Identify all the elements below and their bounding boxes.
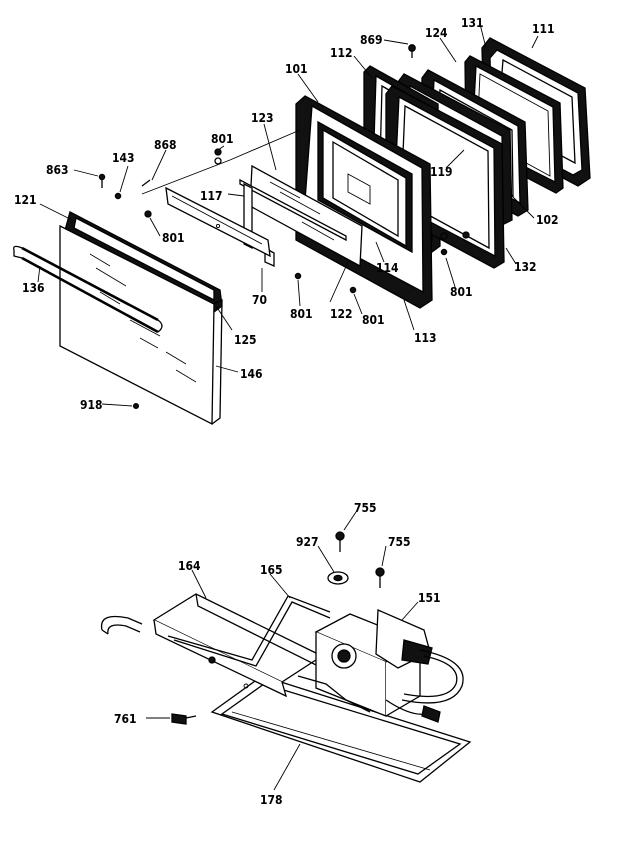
callout-101: 101 bbox=[285, 62, 308, 76]
screw-761 bbox=[171, 713, 187, 725]
callout-132: 132 bbox=[514, 260, 537, 274]
leader-lines-latch bbox=[146, 511, 419, 791]
callout-165: 165 bbox=[260, 563, 283, 577]
screw-801c bbox=[440, 248, 448, 256]
callout-121: 121 bbox=[14, 193, 37, 207]
screw-918 bbox=[132, 402, 140, 410]
part-165-link-rod bbox=[167, 595, 331, 667]
callout-112: 112 bbox=[330, 46, 353, 60]
callout-136: 136 bbox=[22, 281, 45, 295]
callout-918: 918 bbox=[80, 398, 103, 412]
callout-801c: 801 bbox=[450, 285, 473, 299]
fasteners-latch bbox=[171, 531, 385, 725]
callout-70: 70 bbox=[252, 293, 267, 307]
callout-863: 863 bbox=[46, 163, 69, 177]
callout-755a: 755 bbox=[354, 501, 377, 515]
callout-111: 111 bbox=[532, 22, 555, 36]
callout-123: 123 bbox=[251, 111, 274, 125]
callout-102: 102 bbox=[536, 213, 559, 227]
callout-122: 122 bbox=[330, 307, 353, 321]
part-146-outer-door bbox=[59, 224, 223, 426]
callout-labels: 111 131 124 869 112 101 123 801 117 868 … bbox=[14, 16, 559, 807]
callout-801d: 801 bbox=[290, 307, 313, 321]
screw-863 bbox=[98, 173, 106, 181]
screw-801a bbox=[214, 148, 222, 156]
callout-178: 178 bbox=[260, 793, 283, 807]
screw-801e bbox=[349, 286, 357, 294]
screw-755b bbox=[375, 567, 385, 577]
callout-143: 143 bbox=[112, 151, 135, 165]
callout-124: 124 bbox=[425, 26, 448, 40]
callout-164: 164 bbox=[178, 559, 201, 573]
screw-755a bbox=[335, 531, 345, 541]
screw-868 bbox=[141, 179, 151, 187]
callout-869: 869 bbox=[360, 33, 383, 47]
part-70-spacer bbox=[165, 186, 271, 258]
screw-801b bbox=[144, 210, 152, 218]
screw-143 bbox=[114, 192, 122, 200]
screw-869 bbox=[408, 44, 416, 52]
leader-lines-door bbox=[37, 23, 539, 407]
callout-114: 114 bbox=[376, 261, 399, 275]
part-101-inner-door bbox=[295, 95, 433, 309]
part-164-hook-lever bbox=[100, 593, 324, 698]
callout-801a: 801 bbox=[211, 132, 234, 146]
callout-801e: 801 bbox=[362, 313, 385, 327]
part-151-motor-housing bbox=[297, 609, 464, 723]
callout-151: 151 bbox=[418, 591, 441, 605]
callout-868: 868 bbox=[154, 138, 177, 152]
callout-761: 761 bbox=[114, 712, 137, 726]
callout-927: 927 bbox=[296, 535, 319, 549]
callout-119: 119 bbox=[430, 165, 453, 179]
callout-801b: 801 bbox=[162, 231, 185, 245]
callout-146: 146 bbox=[240, 367, 263, 381]
callout-755b: 755 bbox=[388, 535, 411, 549]
callout-131: 131 bbox=[461, 16, 484, 30]
callout-113: 113 bbox=[414, 331, 437, 345]
part-136-door-handle bbox=[13, 245, 163, 334]
fasteners-door bbox=[98, 44, 448, 410]
callout-117: 117 bbox=[200, 189, 223, 203]
screw-801d bbox=[294, 272, 302, 280]
callout-125: 125 bbox=[234, 333, 257, 347]
